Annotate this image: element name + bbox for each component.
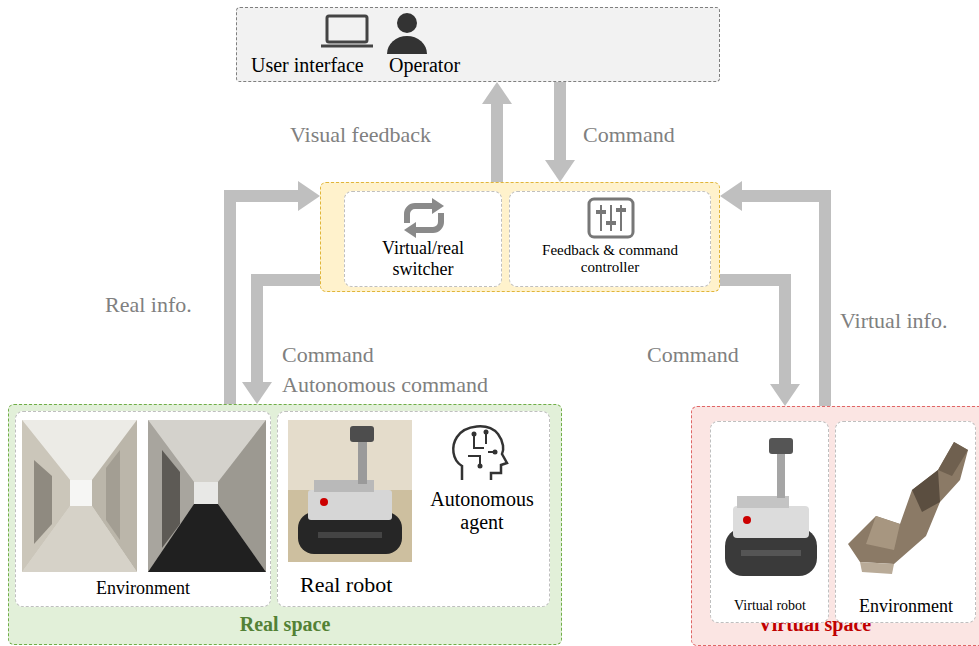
flow-arrow xyxy=(482,82,512,182)
hallway-photos-part xyxy=(70,480,92,506)
virtual-robot-box: Virtual robot xyxy=(710,421,829,623)
arrow-shaft xyxy=(554,82,566,160)
arrow-shaft xyxy=(720,280,785,384)
node-title: Feedback & command controller xyxy=(517,242,703,277)
agent-icon xyxy=(448,422,510,482)
agent-icon-part xyxy=(468,434,494,464)
virtual-robot-render-part xyxy=(769,438,793,454)
slider-icon-part xyxy=(606,221,616,225)
operator-icons-part xyxy=(327,16,367,42)
node-title: Real space xyxy=(185,613,385,636)
edge-label: Command xyxy=(282,342,374,367)
slider-icon xyxy=(586,196,636,240)
operator-icons-part xyxy=(321,45,373,48)
hallway-photos-part xyxy=(148,420,266,572)
robot-photo-part xyxy=(288,420,412,490)
arrow-head xyxy=(720,181,742,211)
flow-arrow xyxy=(545,82,575,182)
node-title: Real robot xyxy=(300,572,392,597)
switcher-box: Virtual/real switcher xyxy=(344,191,502,287)
virtual-robot-render-part xyxy=(741,550,801,556)
real-space-region: Real space Environment Real robot Autonom… xyxy=(8,404,562,645)
node-title: Virtual/real switcher xyxy=(353,238,493,279)
virtual-environment-box: Environment xyxy=(835,421,976,623)
robot-box: Real robot Autonomous agent xyxy=(277,411,550,607)
interface-panel: User interface Operator xyxy=(236,7,720,82)
agent-icon-part xyxy=(493,450,498,455)
robot-photo-part xyxy=(288,420,412,562)
virtual-environment-render xyxy=(842,432,972,582)
arrow-head xyxy=(770,384,800,406)
switch-icon-part xyxy=(407,206,433,223)
edge-label: Visual feedback xyxy=(290,122,431,147)
node-title: User interface xyxy=(251,54,364,77)
arrow-shaft xyxy=(491,104,503,182)
switch-icon xyxy=(399,197,449,239)
controller-box: Feedback & command controller xyxy=(509,191,711,287)
agent-icon-part xyxy=(478,464,483,469)
virtual-environment-render-part xyxy=(848,442,968,564)
hallway-photos-part xyxy=(22,420,137,572)
node-subtitle: Autonomous agent xyxy=(420,488,544,534)
hallway-photos-part xyxy=(194,482,218,504)
arrow-head xyxy=(298,181,320,211)
channel-label: Autonomous command xyxy=(282,372,488,397)
agent-icon-part xyxy=(472,432,477,437)
virtual-robot-render-part xyxy=(743,516,751,524)
control-panel: Virtual/real switcher Feedback & command… xyxy=(320,182,720,292)
operator-icons-part xyxy=(397,13,417,33)
virtual-robot-render xyxy=(719,436,823,588)
edge-label: Virtual info. xyxy=(840,308,947,333)
environment-box: Environment xyxy=(15,411,271,607)
robot-photo-part xyxy=(358,438,367,484)
virtual-robot-render-part xyxy=(733,506,809,538)
arrow-shaft xyxy=(742,196,825,406)
robot-photo-part xyxy=(318,532,382,538)
hallway-photos-part xyxy=(162,450,180,548)
switch-icon-part xyxy=(404,222,416,238)
operator-icons-part xyxy=(387,36,427,54)
hallway-photos-part xyxy=(34,460,52,544)
virtual-environment-render-part xyxy=(912,470,940,512)
node-subtitle: Operator xyxy=(389,54,460,77)
agent-icon-part xyxy=(453,426,507,480)
slider-icon-part xyxy=(589,199,633,237)
robot-photo-part xyxy=(308,490,392,520)
virtual-space-region: Virtual space Virtual robot Environment xyxy=(691,406,979,646)
switch-icon-part xyxy=(415,213,441,230)
hallway-photos-part xyxy=(106,450,120,540)
arrow-head xyxy=(482,82,512,104)
edge-label: Real info. xyxy=(105,292,192,317)
robot-photo-part xyxy=(350,426,374,442)
switch-icon-part xyxy=(432,198,444,214)
virtual-environment-render-part xyxy=(860,562,894,574)
flow-arrow xyxy=(230,181,320,404)
node-title: Environment xyxy=(839,596,973,617)
hallway-photos xyxy=(22,420,266,572)
robot-photo-part xyxy=(320,498,328,506)
virtual-robot-render-part xyxy=(777,450,785,498)
edge-label: Command xyxy=(583,122,675,147)
slider-icon-part xyxy=(596,210,606,214)
virtual-environment-render-part xyxy=(866,516,900,550)
arrow-head xyxy=(545,160,575,182)
agent-icon-part xyxy=(484,430,489,435)
edge-label: Command xyxy=(647,342,739,367)
node-title: Environment xyxy=(43,578,243,599)
slider-icon-part xyxy=(616,208,626,212)
robot-photo xyxy=(288,420,412,562)
virtual-environment-render-part xyxy=(938,442,968,476)
arrow-head xyxy=(242,382,272,404)
operator-icons xyxy=(319,11,439,55)
node-title: Virtual robot xyxy=(714,598,826,614)
flow-arrow xyxy=(720,181,825,406)
